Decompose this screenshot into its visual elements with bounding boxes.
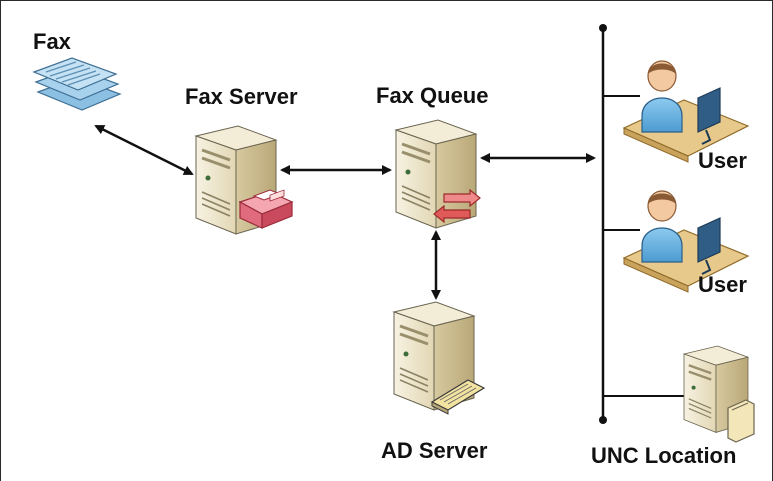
user-label: User <box>698 272 747 297</box>
user-label: User <box>698 148 747 173</box>
ad-server-label: AD Server <box>381 438 488 463</box>
fax-to-server-connector <box>94 124 194 176</box>
unc-location-icon <box>682 344 755 443</box>
network-bus <box>599 24 690 424</box>
user-workstation-icon <box>622 60 750 163</box>
fax-queue-label: Fax Queue <box>376 83 489 108</box>
fax-documents-icon <box>32 57 122 111</box>
fax-queue-server-icon <box>394 118 481 230</box>
fax-server-icon <box>194 124 294 236</box>
fax-server-label: Fax Server <box>185 84 298 109</box>
unc-location-label: UNC Location <box>591 443 737 468</box>
fax-label: Fax <box>33 29 71 54</box>
ad-server-icon <box>392 300 486 415</box>
user-workstation-icon <box>622 190 750 293</box>
